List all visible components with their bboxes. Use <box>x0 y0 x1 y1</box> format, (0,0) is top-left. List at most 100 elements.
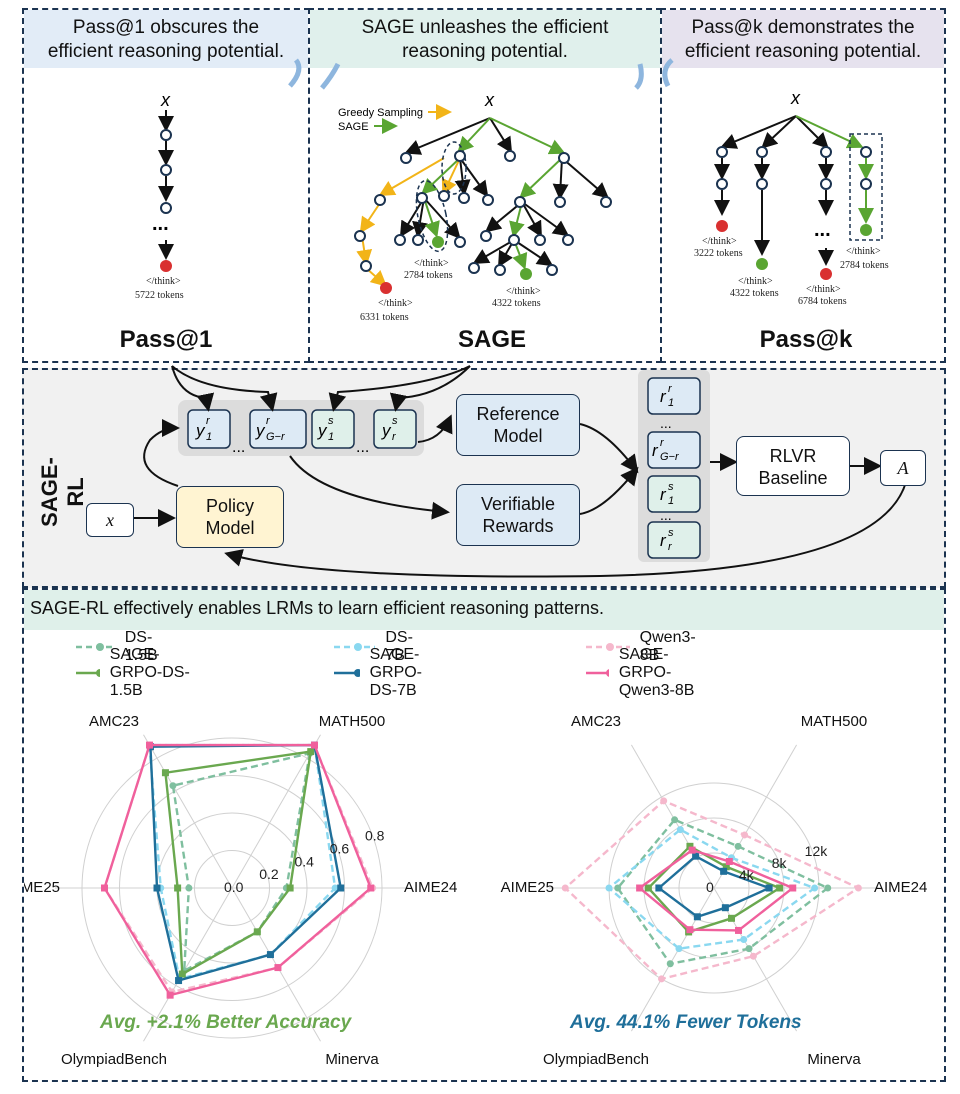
series-point <box>666 960 674 968</box>
tick-label: 4k <box>739 867 755 883</box>
svg-text:y: y <box>255 421 266 440</box>
axis-label: Minerva <box>325 1051 379 1068</box>
legend-swatch <box>334 669 360 677</box>
accuracy-radar-chart: 0.00.20.40.60.8MATH500AIME24MinervaOlymp… <box>24 713 457 1068</box>
svg-text:1: 1 <box>668 397 674 409</box>
rlvr-line2: Baseline <box>758 468 828 488</box>
policy-model-box: Policy Model <box>176 486 284 548</box>
rlvr-baseline-box: RLVR Baseline <box>736 436 850 496</box>
svg-text:s: s <box>668 527 674 539</box>
passk-header-line1: Pass@k demonstrates the <box>691 17 915 38</box>
tick-label: 12k <box>805 843 829 859</box>
rollout-dots-b: ... <box>356 439 369 456</box>
fail-icon <box>380 282 392 294</box>
svg-text:1: 1 <box>668 495 674 507</box>
svg-text:r: r <box>652 441 659 460</box>
pass1-header: Pass@1 obscures the efficient reasoning … <box>24 10 308 64</box>
axis-label: OlympiadBench <box>543 1051 649 1068</box>
series-point <box>692 852 700 860</box>
svg-text:s: s <box>328 415 334 427</box>
passk-think-a: </think> <box>702 236 737 247</box>
series-point <box>367 884 375 892</box>
series-point <box>331 884 339 892</box>
axis-label: AIME24 <box>404 879 457 896</box>
axis-label: MATH500 <box>319 713 385 730</box>
greedy-legend: Greedy Sampling <box>338 107 423 119</box>
legend-swatch <box>334 643 376 651</box>
series-point <box>720 867 728 875</box>
series-point <box>636 884 644 892</box>
tick-label: 8k <box>772 855 788 871</box>
results-header-bg <box>24 590 944 630</box>
axis-label: AIME25 <box>501 879 554 896</box>
pass1-x: x <box>160 90 171 110</box>
passk-label: Pass@k <box>759 326 853 353</box>
series-line <box>646 844 783 934</box>
series-point <box>655 884 663 892</box>
svg-text:r: r <box>660 485 667 504</box>
svg-text:r: r <box>668 383 673 395</box>
rlvr-line1: RLVR <box>769 446 817 466</box>
x-input-box: x <box>86 503 134 537</box>
svg-text:y: y <box>317 421 328 440</box>
reference-line1: Reference <box>476 404 560 424</box>
pass1-think: </think> <box>146 276 181 287</box>
sage-panel: SAGE unleashes the efficient reasoning p… <box>308 8 662 363</box>
series-point <box>824 884 832 892</box>
success-icon <box>860 224 872 236</box>
series-point <box>161 769 169 777</box>
svg-text:1: 1 <box>328 431 334 443</box>
sage-nodes <box>354 150 612 276</box>
pass1-header-line1: Pass@1 obscures the <box>72 17 260 38</box>
series-point <box>266 951 274 959</box>
success-icon <box>520 268 532 280</box>
passk-tokens-d: 2784 tokens <box>840 260 889 271</box>
series-point <box>854 884 862 892</box>
sage-tokens-a: 2784 tokens <box>404 270 453 281</box>
axis-label: AMC23 <box>571 713 621 730</box>
axis-label: AMC23 <box>89 713 139 730</box>
tick-label: 0.4 <box>294 853 314 869</box>
pass1-tree <box>158 110 174 260</box>
legend-label: SAGE-GRPO-DS-7B <box>369 646 423 699</box>
series-point <box>614 884 622 892</box>
success-icon <box>432 236 444 248</box>
pass1-panel: Pass@1 obscures the efficient reasoning … <box>22 8 310 363</box>
series-point <box>741 831 749 839</box>
reward-dots-b: ... <box>660 507 672 523</box>
series-line <box>103 743 373 997</box>
svg-text:r: r <box>660 531 667 550</box>
legend-item: Qwen3-8B <box>582 629 704 664</box>
verifiable-rewards-box: Verifiable Rewards <box>456 484 580 546</box>
fail-icon <box>716 220 728 232</box>
series-point <box>776 884 784 892</box>
legend-label: DS-1.5B <box>124 629 158 664</box>
axis-label: AIME24 <box>874 879 927 896</box>
sage-tree <box>356 117 610 287</box>
legend-swatch <box>586 643 630 651</box>
svg-text:r: r <box>660 437 665 449</box>
axis-spoke <box>630 887 715 1032</box>
passk-tree <box>714 115 883 266</box>
series-point <box>175 977 183 985</box>
series-point <box>749 952 757 960</box>
series-point <box>286 884 294 892</box>
reference-model-box: Reference Model <box>456 394 580 456</box>
reward-dots-a: ... <box>660 415 672 431</box>
sage-header: SAGE unleashes the efficient reasoning p… <box>310 10 660 64</box>
reference-line2: Model <box>493 426 543 446</box>
series-line <box>616 818 831 966</box>
passk-header-line2: efficient reasoning potential. <box>684 41 922 62</box>
axis-spoke <box>143 734 233 889</box>
verifiable-line1: Verifiable <box>480 494 556 514</box>
svg-text:G−r: G−r <box>660 451 680 463</box>
legend-item: DS-1.5B <box>72 629 171 664</box>
series-point <box>765 884 773 892</box>
series-point <box>671 816 679 824</box>
svg-text:r: r <box>660 387 667 406</box>
series-point <box>811 884 819 892</box>
legend-item: SAGE-GRPO-Qwen3-8B <box>582 646 704 699</box>
passk-think-c: </think> <box>806 284 841 295</box>
svg-text:r: r <box>266 415 271 427</box>
series-point <box>660 797 668 805</box>
